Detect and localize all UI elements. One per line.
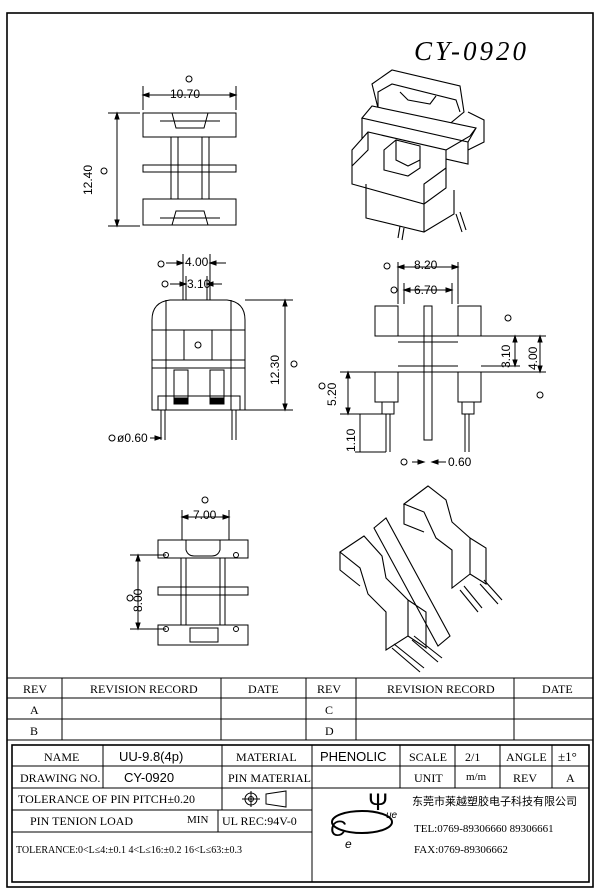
rev-row-d: D (325, 724, 334, 738)
dim-front-pitch-outer: 4.00 (185, 255, 209, 269)
company-logo: C e Ψ ue (330, 789, 398, 851)
rev-row-c: C (325, 703, 334, 717)
ul-rating: UL REC:94V-0 (222, 814, 297, 828)
drawing-frame (6, 12, 594, 888)
date-header-left: DATE (248, 682, 279, 696)
logo-c: C (330, 816, 346, 841)
scale-label: SCALE (409, 750, 448, 764)
bottom-view (126, 496, 249, 646)
drawing-no-value: CY-0920 (124, 770, 175, 785)
rev-row-b: B (30, 724, 39, 738)
angle-label: ANGLE (506, 750, 547, 764)
drawing-title: CY-0920 (414, 36, 530, 66)
logo-e: e (345, 837, 352, 851)
isometric-view-lower (339, 485, 503, 673)
material-value: PHENOLIC (320, 749, 387, 764)
title-block (11, 744, 590, 883)
dim-top-width: 10.70 (170, 87, 201, 101)
rev-value: A (566, 771, 575, 785)
rev-header-right: REV (317, 682, 341, 696)
dim-front-height: 12.30 (268, 354, 282, 385)
angle-value: ±1° (558, 749, 577, 764)
company-fax: FAX:0769-89306662 (414, 844, 508, 856)
pin-tension-label: PIN TENION LOAD (30, 814, 134, 828)
rev-header-left: REV (23, 682, 47, 696)
record-header-left: REVISION RECORD (90, 682, 198, 696)
company-name: 东莞市莱越塑胶电子科技有限公司 (412, 796, 577, 808)
dim-side-left: 5.20 (325, 382, 339, 406)
date-header-right: DATE (542, 682, 573, 696)
dim-front-pitch-inner: 3.10 (187, 277, 211, 291)
dim-bottom-width: 7.00 (193, 508, 217, 522)
revision-table (7, 677, 593, 741)
material-label: MATERIAL (236, 750, 297, 764)
rev-row-a: A (30, 703, 39, 717)
tolerance-pin-pitch: TOLERANCE OF PIN PITCH±0.20 (18, 792, 196, 806)
dim-side-height: 4.00 (526, 346, 540, 370)
company-tel: TEL:0769-89306660 89306661 (414, 823, 554, 835)
logo-ue: ue (386, 810, 398, 821)
top-view (100, 75, 238, 228)
dim-bottom-height: 8.00 (131, 588, 145, 612)
record-header-right: REVISION RECORD (387, 682, 495, 696)
unit-label: UNIT (414, 771, 443, 785)
rev-label: REV (513, 771, 537, 785)
name-value: UU-9.8(4p) (119, 749, 184, 764)
pin-material-label: PIN MATERIAL (228, 771, 311, 785)
dim-side-pin: 0.60 (448, 455, 472, 469)
scale-value: 2/1 (465, 750, 481, 764)
name-label: NAME (44, 750, 80, 764)
dim-side-width-outer: 8.20 (414, 258, 438, 272)
unit-value: m/m (466, 771, 487, 783)
pin-tension-value: MIN (187, 814, 209, 826)
dim-side-pin-len: 1.10 (344, 428, 358, 452)
logo-psi: Ψ (368, 789, 388, 816)
dim-front-pin-dia: ø0.60 (117, 431, 148, 445)
dim-top-height: 12.40 (81, 164, 95, 195)
dim-side-width-inner: 6.70 (414, 283, 438, 297)
front-view (108, 254, 298, 442)
general-tolerance: TOLERANCE:0<L≤4:±0.1 4<L≤16:±0.2 16<L≤63… (16, 845, 243, 856)
drawing-no-label: DRAWING NO. (20, 771, 101, 785)
isometric-view-upper (351, 69, 485, 241)
side-view (318, 262, 546, 466)
dim-side-gap: 3.10 (499, 344, 513, 368)
